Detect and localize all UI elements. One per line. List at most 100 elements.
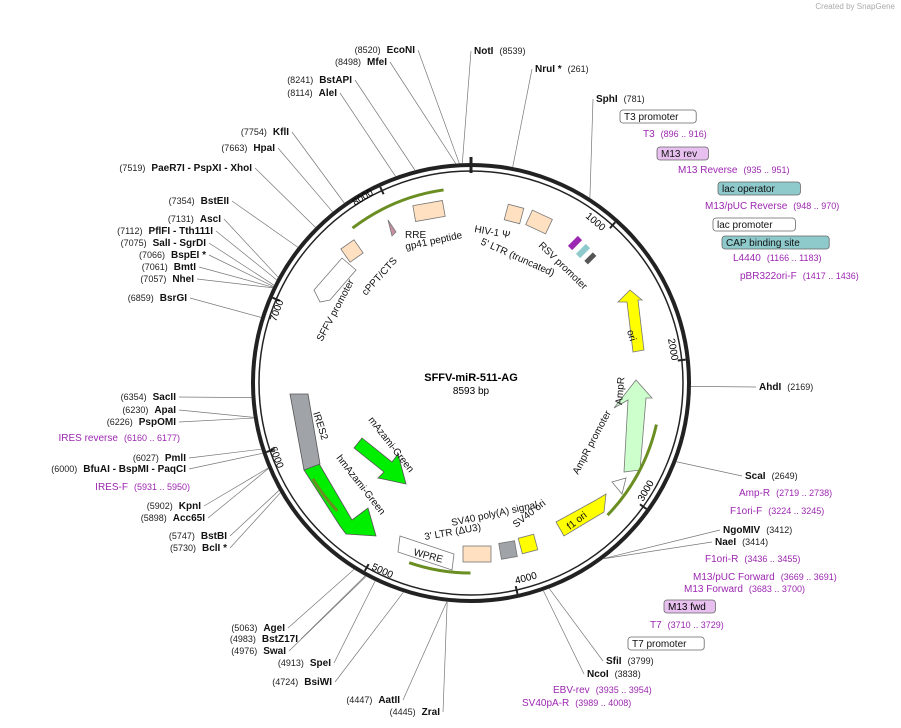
label-position: (7663) bbox=[221, 143, 247, 153]
site-agei[interactable]: (5063)AgeI bbox=[231, 623, 285, 634]
label-position: (7354) bbox=[169, 196, 195, 206]
site-econi[interactable]: (8520)EcoNI bbox=[355, 45, 416, 56]
label-name: pBR322ori-F bbox=[740, 271, 797, 282]
site-pmli[interactable]: (6027)PmlI bbox=[133, 453, 186, 464]
sv40-ori-block[interactable] bbox=[517, 533, 539, 555]
cppt-block[interactable] bbox=[340, 239, 364, 263]
site-ngomiv[interactable]: NgoMIV(3412) bbox=[723, 525, 792, 536]
site-acc65i[interactable]: (5898)Acc65I bbox=[141, 513, 205, 524]
primer-l4440[interactable]: L4440(1166 .. 1183) bbox=[733, 253, 822, 264]
site-bsrgi[interactable]: (6859)BsrGI bbox=[128, 293, 187, 304]
label-position: (3436 .. 3455) bbox=[744, 554, 800, 564]
site-bstz17i[interactable]: (4983)BstZ17I bbox=[230, 634, 298, 645]
site-nhei[interactable]: (7057)NheI bbox=[140, 274, 194, 285]
primer-m13-forward[interactable]: M13 Forward(3683 .. 3700) bbox=[684, 584, 805, 595]
boxed-m13-fwd[interactable]: M13 fwd bbox=[663, 599, 716, 614]
gp41-block[interactable] bbox=[387, 219, 397, 237]
primer-ebv-rev[interactable]: EBV-rev(3935 .. 3954) bbox=[553, 685, 652, 696]
site-scai[interactable]: ScaI(2649) bbox=[745, 471, 798, 482]
site-noti[interactable]: NotI(8539) bbox=[474, 46, 525, 57]
primer-f1ori-f[interactable]: F1ori-F(3224 .. 3245) bbox=[730, 506, 824, 517]
ires2-block[interactable] bbox=[289, 393, 321, 471]
site-kfli[interactable]: (7754)KflI bbox=[241, 127, 289, 138]
site-kpni[interactable]: (5902)KpnI bbox=[147, 501, 201, 512]
primer-ires-reverse[interactable]: IRES reverse(6160 .. 6177) bbox=[58, 433, 180, 444]
primer-t7[interactable]: T7(3710 .. 3729) bbox=[650, 620, 724, 631]
site-bfuai-bspmi-paqci[interactable]: (6000)BfuAI - BspMI - PaqCI bbox=[51, 464, 186, 475]
ampr-arrow[interactable] bbox=[613, 379, 653, 473]
label-name: EcoNI bbox=[387, 45, 416, 56]
boxed-cap-binding-site[interactable]: CAP binding site bbox=[721, 235, 830, 250]
site-swai[interactable]: (4976)SwaI bbox=[231, 646, 286, 657]
primer-m13-reverse[interactable]: M13 Reverse(935 .. 951) bbox=[678, 165, 790, 176]
sv40-polya-block[interactable] bbox=[498, 540, 518, 560]
site-bstapi[interactable]: (8241)BstAPI bbox=[287, 75, 352, 86]
site-zrai[interactable]: (4445)ZraI bbox=[390, 707, 441, 718]
site-bmti[interactable]: (7061)BmtI bbox=[142, 262, 196, 273]
hiv1-psi-block[interactable] bbox=[503, 203, 525, 225]
site-sacii[interactable]: (6354)SacII bbox=[121, 392, 177, 403]
site-label-bsteii: (7354)BstEII bbox=[169, 196, 230, 207]
label-position: (3989 .. 4008) bbox=[575, 698, 631, 708]
site-bcli[interactable]: (5730)BclI * bbox=[170, 543, 227, 554]
site-spei[interactable]: (4913)SpeI bbox=[278, 658, 331, 669]
rsv-promoter-block[interactable] bbox=[525, 209, 553, 235]
site-bstbi[interactable]: (5747)BstBI bbox=[169, 531, 227, 542]
primer-m13-puc-reverse[interactable]: M13/pUC Reverse(948 .. 970) bbox=[705, 201, 839, 212]
site-alei[interactable]: (8114)AleI bbox=[287, 88, 337, 99]
boxed-t3-promoter[interactable]: T3 promoter bbox=[619, 109, 697, 124]
leader-bsteii bbox=[231, 200, 299, 248]
ltr3-block[interactable] bbox=[462, 545, 492, 563]
site-bsteii[interactable]: (7354)BstEII bbox=[169, 196, 230, 207]
site-sfii[interactable]: SfiI(3799) bbox=[606, 656, 654, 667]
label-name: BsiWI bbox=[304, 677, 332, 688]
site-sali-sgrdi[interactable]: (7075)SalI - SgrDI bbox=[121, 238, 207, 249]
site-bsiwi[interactable]: (4724)BsiWI bbox=[272, 677, 332, 688]
site-paer7i-pspxi-xhoi[interactable]: (7519)PaeR7I - PspXI - XhoI bbox=[119, 163, 252, 174]
site-ahdi[interactable]: AhdI(2169) bbox=[759, 382, 813, 393]
primer-f1ori-r[interactable]: F1ori-R(3436 .. 3455) bbox=[705, 554, 800, 565]
ampr-promoter-arrow[interactable] bbox=[611, 477, 627, 495]
site-label-sali-sgrdi: (7075)SalI - SgrDI bbox=[121, 238, 207, 249]
site-naei[interactable]: NaeI(3414) bbox=[715, 537, 768, 548]
hmazami-green-arrow[interactable] bbox=[303, 461, 377, 537]
site-mfei[interactable]: (8498)MfeI bbox=[335, 57, 387, 68]
site-bspei[interactable]: (7066)BspEI * bbox=[139, 250, 206, 261]
rre-block[interactable] bbox=[412, 200, 446, 222]
site-pspomi[interactable]: (6226)PspOMI bbox=[107, 417, 176, 428]
site-apai[interactable]: (6230)ApaI bbox=[122, 405, 176, 416]
primer-ires-f[interactable]: IRES-F(5931 .. 5950) bbox=[95, 482, 190, 493]
site-label-nrui: NruI *(261) bbox=[535, 64, 589, 75]
site-pflfi-tth111i[interactable]: (7112)PflFI - Tth111I bbox=[117, 226, 213, 237]
label-name: M13 Forward bbox=[684, 584, 743, 595]
site-asci[interactable]: (7131)AscI bbox=[168, 214, 221, 225]
primer-amp-r[interactable]: Amp-R(2719 .. 2738) bbox=[739, 488, 832, 499]
boxed-lac-promoter[interactable]: lac promoter bbox=[712, 217, 796, 232]
wpre-block[interactable] bbox=[397, 535, 455, 571]
primer-t3[interactable]: T3(896 .. 916) bbox=[643, 129, 707, 140]
boxed-m13-rev[interactable]: M13 rev bbox=[656, 146, 709, 161]
primer-pbr322ori-f[interactable]: pBR322ori-F(1417 .. 1436) bbox=[740, 271, 859, 282]
label-name: SfiI bbox=[606, 656, 622, 667]
outer-labels: NotI(8539) NruI *(261) SphI(781) AhdI(2169)… bbox=[51, 45, 859, 718]
sffv-promoter-arrow[interactable] bbox=[313, 257, 357, 303]
boxed-lac-operator[interactable]: lac operator bbox=[717, 181, 801, 196]
label-position: (4976) bbox=[231, 646, 257, 656]
leader-bfuai-bspmi-paqci bbox=[188, 452, 263, 470]
site-ncoi[interactable]: NcoI(3838) bbox=[587, 669, 641, 680]
site-label-agei: (5063)AgeI bbox=[231, 623, 285, 634]
primer-sv40pa-r[interactable]: SV40pA-R(3989 .. 4008) bbox=[522, 698, 631, 709]
site-nrui[interactable]: NruI *(261) bbox=[535, 64, 589, 75]
site-sphi[interactable]: SphI(781) bbox=[596, 94, 645, 105]
label-name: NruI * bbox=[535, 64, 562, 75]
primer-m13-puc-forward[interactable]: M13/pUC Forward(3669 .. 3691) bbox=[693, 572, 837, 583]
site-hpai[interactable]: (7663)HpaI bbox=[221, 143, 275, 154]
site-label-bstapi: (8241)BstAPI bbox=[287, 75, 352, 86]
mazami-green-arrow[interactable] bbox=[353, 437, 407, 485]
ori-arrow[interactable] bbox=[617, 289, 645, 353]
site-aatii[interactable]: (4447)AatII bbox=[346, 695, 400, 706]
leader-acc65i bbox=[207, 468, 269, 519]
f1-ori-arrow[interactable] bbox=[555, 493, 607, 537]
label-position: (5931 .. 5950) bbox=[134, 482, 190, 492]
boxed-t7-promoter[interactable]: T7 promoter bbox=[627, 636, 705, 651]
